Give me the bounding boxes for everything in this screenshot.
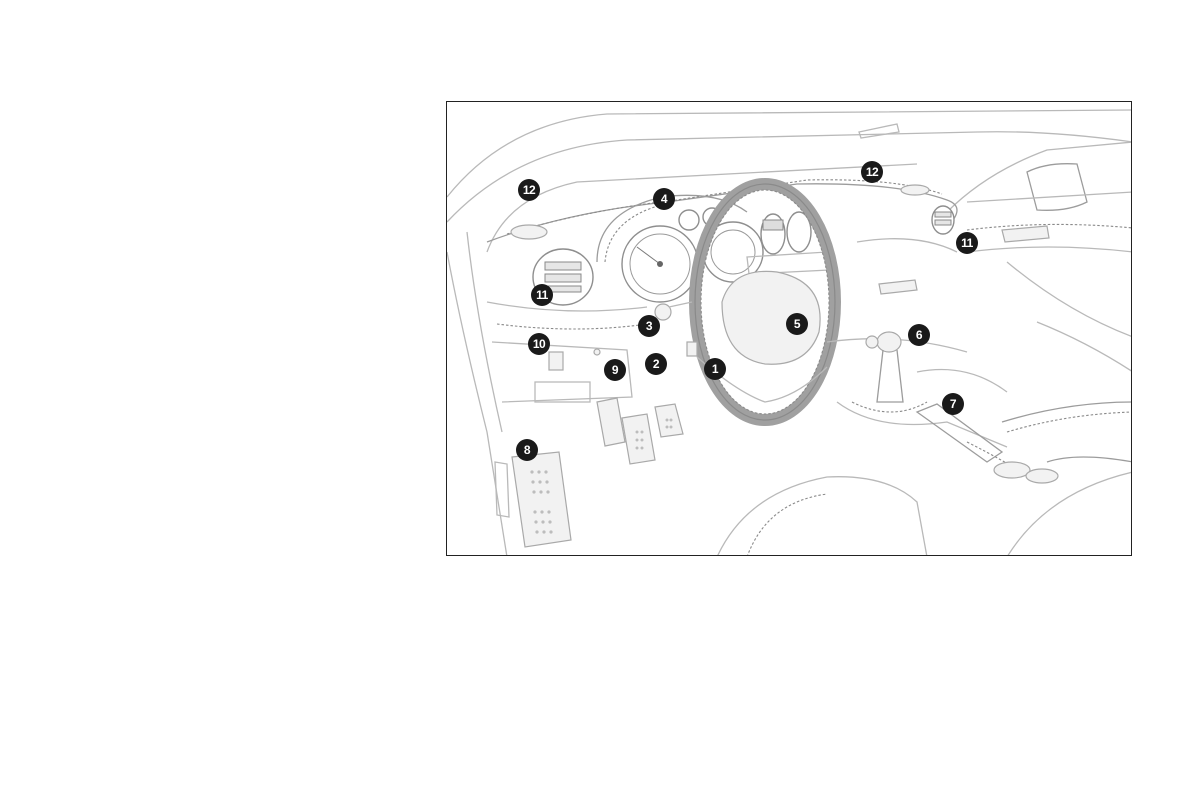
door-stitching bbox=[967, 224, 1132, 230]
glovebox-handle bbox=[879, 280, 917, 294]
a-pillar-left bbox=[447, 252, 507, 556]
door-top-line bbox=[967, 192, 1132, 202]
door-trim-line bbox=[967, 247, 1132, 252]
ignition-switch bbox=[687, 342, 697, 356]
passenger-seat bbox=[1007, 472, 1132, 556]
roof-inner-edge bbox=[447, 132, 1132, 222]
windshield-top-edge bbox=[447, 110, 1132, 197]
console-knob bbox=[866, 336, 878, 348]
vent-right bbox=[932, 206, 954, 234]
sill-trim bbox=[495, 462, 509, 517]
callout-8: 8 bbox=[516, 439, 538, 461]
glovebox-top bbox=[857, 239, 957, 252]
screw bbox=[594, 349, 600, 355]
mirror-mount bbox=[859, 124, 899, 138]
callout-3: 3 bbox=[638, 315, 660, 337]
speedometer bbox=[622, 226, 698, 302]
seatbelt-line bbox=[1007, 262, 1132, 337]
callout-12-right: 12 bbox=[861, 161, 883, 183]
pedals bbox=[597, 398, 683, 464]
driver-seat bbox=[717, 477, 927, 556]
callout-1: 1 bbox=[704, 358, 726, 380]
callout-4: 4 bbox=[653, 188, 675, 210]
callout-11-right: 11 bbox=[956, 232, 978, 254]
cupholders bbox=[994, 462, 1058, 483]
door-pocket-line bbox=[1037, 322, 1132, 372]
indicator-stalk bbox=[655, 304, 671, 320]
passenger-seat-top bbox=[917, 370, 1007, 393]
speaker-right bbox=[901, 185, 929, 195]
armrest bbox=[1002, 402, 1132, 462]
speaker-left bbox=[511, 225, 547, 239]
stalk-arm bbox=[669, 302, 692, 307]
callout-10: 10 bbox=[528, 333, 550, 355]
center-gauges bbox=[761, 212, 811, 254]
light-switch bbox=[549, 352, 563, 370]
seat-stitching bbox=[747, 494, 827, 556]
callout-7: 7 bbox=[942, 393, 964, 415]
callout-5: 5 bbox=[786, 313, 808, 335]
callout-6: 6 bbox=[908, 324, 930, 346]
footrest bbox=[512, 452, 571, 547]
car-interior-diagram: 12 4 12 11 11 5 3 6 10 2 9 1 7 8 bbox=[446, 101, 1132, 556]
callout-11-left: 11 bbox=[531, 284, 553, 306]
callout-12-left: 12 bbox=[518, 179, 540, 201]
center-console bbox=[837, 402, 1007, 447]
callout-2: 2 bbox=[645, 353, 667, 375]
a-pillar-inner bbox=[467, 232, 502, 432]
side-mirror bbox=[1027, 164, 1087, 211]
dash-lower-stitching bbox=[497, 324, 647, 329]
callout-9: 9 bbox=[604, 359, 626, 381]
door-handle bbox=[1002, 226, 1049, 242]
